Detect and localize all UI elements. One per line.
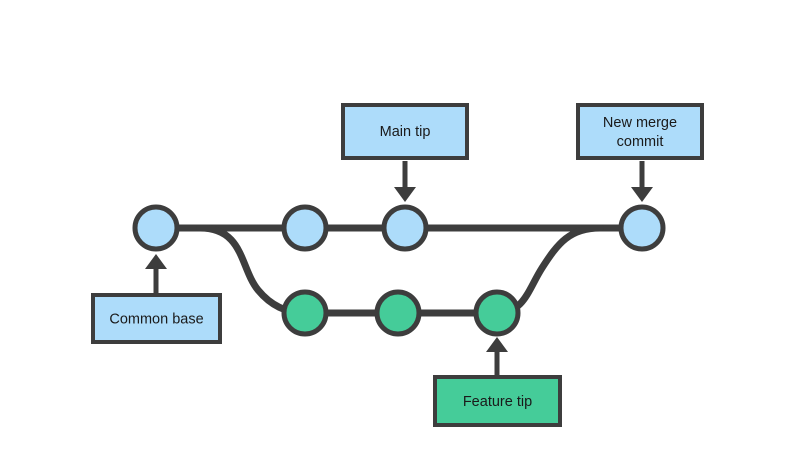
callout-feature-tip-label: Feature tip	[463, 394, 532, 410]
arrow-down-new-merge-commit	[631, 161, 653, 202]
commit-node-main-1[interactable]	[281, 204, 329, 252]
callout-new-merge-commit[interactable]: New merge commit	[576, 103, 704, 160]
commit-node-main-tip[interactable]	[381, 204, 429, 252]
callout-common-base-label: Common base	[109, 311, 203, 327]
commit-node-common-base[interactable]	[132, 204, 180, 252]
callout-common-base-box	[91, 293, 222, 344]
node-layer	[132, 204, 666, 337]
callout-main-tip-label: Main tip	[380, 124, 431, 140]
arrow-up-common-base	[145, 254, 167, 293]
callout-common-base[interactable]: Common base	[91, 293, 222, 344]
callout-feature-tip-box	[433, 375, 562, 427]
callout-main-tip[interactable]: Main tip	[341, 103, 469, 160]
arrow-down-main-tip	[394, 161, 416, 202]
commit-node-feature-2[interactable]	[374, 289, 422, 337]
callout-new-merge-commit-label-line2: commit	[617, 134, 664, 150]
callout-main-tip-box	[341, 103, 469, 160]
callout-arrow-layer	[145, 161, 653, 375]
callout-feature-tip[interactable]: Feature tip	[433, 375, 562, 427]
callout-new-merge-commit-label-line1: New merge	[603, 115, 677, 131]
commit-node-feature-1[interactable]	[281, 289, 329, 337]
commit-node-merge-commit[interactable]	[618, 204, 666, 252]
callout-new-merge-commit-box	[576, 103, 704, 160]
callout-box-layer: Common base Main tip New merge commit Fe…	[91, 103, 704, 427]
arrow-up-feature-tip	[486, 337, 508, 375]
commit-node-feature-tip[interactable]	[473, 289, 521, 337]
